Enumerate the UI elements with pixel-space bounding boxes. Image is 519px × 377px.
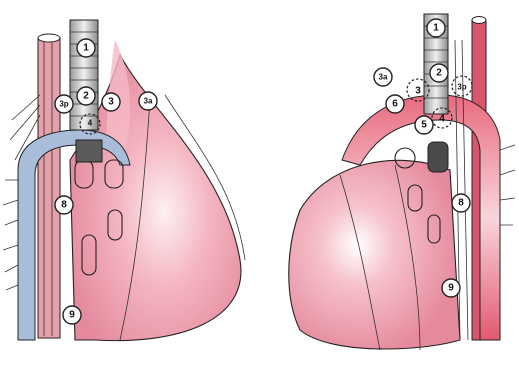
svg-text:8: 8 [458,198,464,209]
left-panel: 1 2 3p 3 4 3a 8 9 [3,20,245,341]
right-station-3p: 3p [457,83,466,92]
svg-text:9: 9 [448,283,454,294]
right-station-3: 3 [415,86,421,97]
svg-text:4: 4 [439,114,445,125]
right-station-5: 5 [415,116,433,134]
right-station-8: 8 [452,194,470,212]
svg-text:2: 2 [83,91,89,102]
left-station-2: 2 [77,87,95,105]
svg-text:6: 6 [392,99,398,110]
right-station-3a: 3a [374,68,392,86]
left-station-3: 3 [102,93,120,111]
left-esophagus [38,38,60,338]
svg-text:3a: 3a [144,97,153,106]
left-station-3p: 3p [55,95,73,113]
right-station-2: 2 [430,64,448,82]
right-station-6: 6 [386,95,404,113]
svg-text:3p: 3p [59,100,68,109]
svg-text:5: 5 [421,120,427,131]
svg-text:1: 1 [83,43,89,54]
left-station-8: 8 [55,196,73,214]
svg-text:9: 9 [69,310,75,321]
svg-text:3: 3 [415,86,421,97]
right-station-9: 9 [442,279,460,297]
svg-text:1: 1 [433,23,439,34]
svg-text:3a: 3a [379,73,388,82]
right-station-4: 4 [439,114,445,125]
svg-text:4: 4 [88,119,93,128]
left-station-4: 4 [88,119,93,128]
svg-text:3p: 3p [457,83,466,92]
svg-text:2: 2 [436,68,442,79]
left-station-1: 1 [77,39,95,57]
right-station-1: 1 [427,19,445,37]
left-trachea [70,20,98,130]
right-panel: 1 3a 2 3p 3 6 5 4 8 [289,14,515,350]
svg-text:3: 3 [108,97,114,108]
svg-text:8: 8 [61,200,67,211]
left-station-3a: 3a [139,92,157,110]
left-station-9: 9 [63,306,81,324]
